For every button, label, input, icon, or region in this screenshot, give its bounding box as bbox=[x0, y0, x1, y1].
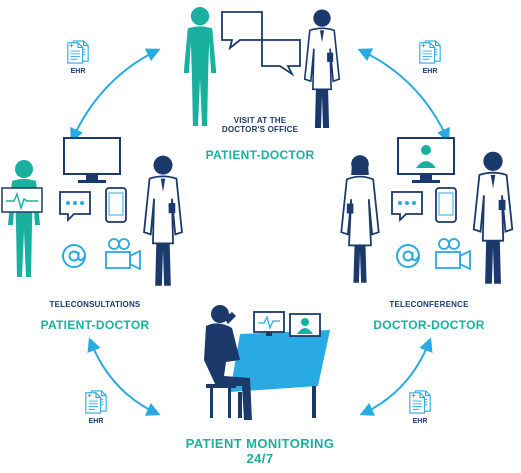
arrow-top-right bbox=[357, 48, 450, 143]
bottom-heading: PATIENT MONITORING 24/7 bbox=[150, 436, 370, 466]
ehr-label-top-right: EHR bbox=[422, 68, 438, 75]
monitor-icon bbox=[397, 137, 455, 183]
left-caption: TELECONSULTATIONS bbox=[49, 300, 141, 309]
top-caption-line2: DOCTOR'S OFFICE bbox=[221, 125, 299, 134]
phone-icon bbox=[105, 187, 127, 223]
bottom-heading-line2: 24/7 bbox=[246, 451, 274, 466]
ehr-label-top-left: EHR bbox=[70, 68, 86, 75]
bottom-heading-line1: PATIENT MONITORING bbox=[185, 436, 335, 451]
document-icon bbox=[86, 391, 106, 413]
arrow-top-left bbox=[70, 48, 161, 143]
top-scene bbox=[183, 7, 341, 129]
seated-person-icon bbox=[204, 305, 252, 420]
video-camera-icon bbox=[435, 238, 471, 271]
doctor-icon bbox=[303, 8, 341, 129]
ehr-label-bottom-left: EHR bbox=[88, 418, 104, 425]
left-heading: PATIENT-DOCTOR bbox=[40, 318, 150, 332]
desk bbox=[230, 330, 330, 392]
document-icon bbox=[68, 41, 88, 63]
video-camera-icon bbox=[105, 238, 141, 271]
phone-icon bbox=[435, 187, 457, 223]
right-caption: TELECONFERENCE bbox=[389, 300, 469, 309]
document-icon bbox=[420, 41, 440, 63]
patient-person-icon bbox=[183, 7, 217, 126]
left-scene bbox=[1, 137, 183, 287]
monitor-icon bbox=[253, 311, 285, 336]
right-scene bbox=[340, 137, 514, 285]
monitor-icon bbox=[289, 313, 321, 337]
right-heading: DOCTOR-DOCTOR bbox=[373, 318, 485, 332]
at-sign-icon bbox=[62, 244, 86, 268]
chat-bubble-icon bbox=[59, 191, 91, 223]
top-caption: VISIT AT THE DOCTOR'S OFFICE bbox=[210, 116, 310, 134]
doctor-icon bbox=[143, 154, 183, 287]
top-caption-line1: VISIT AT THE bbox=[233, 116, 287, 125]
at-sign-icon bbox=[396, 244, 420, 268]
doctor-icon bbox=[472, 150, 514, 285]
ehr-label-bottom-right: EHR bbox=[412, 418, 428, 425]
arrow-bottom-right bbox=[359, 337, 433, 416]
bottom-scene bbox=[204, 305, 330, 420]
monitor-icon bbox=[63, 137, 121, 183]
chat-bubble-icon bbox=[391, 191, 423, 223]
doctor-icon bbox=[340, 154, 380, 284]
patient-person-icon bbox=[8, 160, 40, 277]
arrow-bottom-left bbox=[87, 337, 161, 416]
document-icon bbox=[410, 391, 430, 413]
cycle-arrows bbox=[70, 48, 450, 416]
chat-bubble-icon bbox=[221, 11, 263, 51]
chat-bubble-icon bbox=[261, 39, 301, 77]
ecg-icon bbox=[1, 187, 43, 213]
top-heading: PATIENT-DOCTOR bbox=[205, 148, 315, 162]
